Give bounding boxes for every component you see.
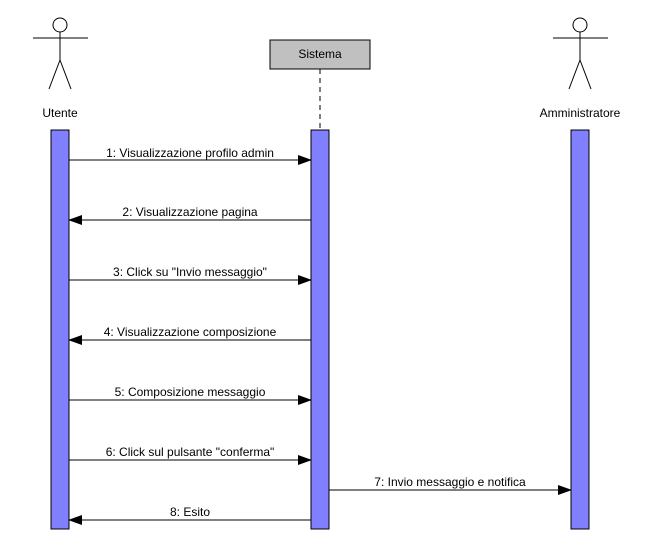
participant-label-sistema: Sistema	[298, 47, 342, 61]
message-3: 3: Click su "Invio messaggio"	[69, 265, 312, 285]
message-2-label: 2: Visualizzazione pagina	[122, 205, 258, 219]
activation-bar-amministratore	[570, 129, 590, 530]
actor-amministratore-figure	[553, 17, 608, 90]
message-5-label: 5: Composizione messaggio	[115, 385, 266, 399]
message-3-label: 3: Click su "Invio messaggio"	[113, 265, 267, 279]
participant-box-sistema	[269, 39, 371, 70]
message-4-label: 4: Visualizzazione composizione	[104, 325, 277, 339]
participant-label-amministratore: Amministratore	[540, 106, 621, 120]
message-7: 7: Invio messaggio e notifica	[329, 475, 572, 495]
message-8-label: 8: Esito	[170, 505, 210, 519]
message-5: 5: Composizione messaggio	[69, 385, 312, 405]
message-1: 1: Visualizzazione profilo admin	[69, 146, 312, 165]
message-6-label: 6: Click sul pulsante "conferma"	[106, 445, 275, 459]
message-8: 8: Esito	[68, 505, 311, 525]
activation-bar-utente	[50, 129, 70, 530]
message-7-label: 7: Invio messaggio e notifica	[374, 475, 526, 489]
message-4: 4: Visualizzazione composizione	[68, 325, 311, 345]
actor-utente-figure	[33, 17, 88, 90]
message-6: 6: Click sul pulsante "conferma"	[69, 445, 312, 465]
participant-label-utente: Utente	[42, 106, 78, 120]
message-1-label: 1: Visualizzazione profilo admin	[106, 146, 274, 160]
activation-bar-sistema	[310, 129, 330, 530]
message-2: 2: Visualizzazione pagina	[68, 205, 311, 225]
